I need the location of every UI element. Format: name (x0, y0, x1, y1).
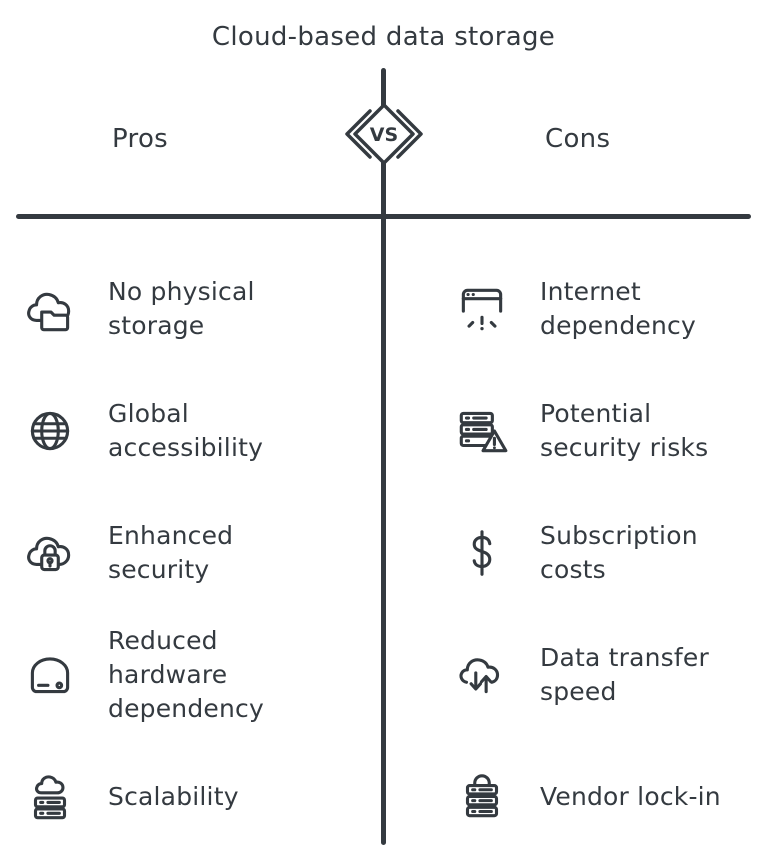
vs-diamond (353, 103, 415, 165)
cons-item: Subscription costs (384, 492, 767, 614)
browser-warning-icon (450, 280, 514, 338)
pros-header: Pros (112, 124, 168, 154)
cons-item: Potential security risks (384, 370, 767, 492)
vs-right-arrow (396, 109, 423, 159)
cons-item: Internet dependency (384, 248, 767, 370)
vs-label: VS (370, 124, 398, 146)
item-label: No physical storage (108, 277, 255, 340)
item-label: Reduced hardware dependency (108, 626, 264, 723)
item-label: Data transfer speed (540, 643, 709, 706)
item-label: Internet dependency (540, 277, 696, 340)
server-lock-icon (450, 768, 514, 826)
cons-header: Cons (545, 124, 611, 154)
dollar-icon (450, 524, 514, 582)
cons-column: Internet dependency Potent (384, 248, 767, 858)
vs-left-arrow (345, 109, 372, 159)
item-label: Subscription costs (540, 521, 698, 584)
page-title: Cloud-based data storage (211, 22, 556, 52)
pros-item: Global accessibility (0, 370, 383, 492)
pros-item: Scalability (0, 736, 383, 858)
vs-badge: VS (336, 96, 432, 172)
item-label: Potential security risks (540, 399, 709, 462)
item-label: Global accessibility (108, 399, 264, 462)
cloud-folder-icon (18, 280, 82, 338)
pros-item: Reduced hardware dependency (0, 614, 383, 736)
pros-column: No physical storage Global accessibility (0, 248, 383, 858)
cloud-lock-icon (18, 524, 82, 582)
vertical-divider (381, 68, 386, 845)
pros-item: No physical storage (0, 248, 383, 370)
cloud-server-icon (18, 768, 82, 826)
item-label: Vendor lock-in (540, 782, 721, 811)
horizontal-divider (16, 214, 751, 219)
cons-item: Vendor lock-in (384, 736, 767, 858)
pros-item: Enhanced security (0, 492, 383, 614)
cloud-arrows-icon (450, 646, 514, 704)
cons-item: Data transfer speed (384, 614, 767, 736)
hard-drive-icon (18, 646, 82, 704)
server-warning-icon (450, 402, 514, 460)
item-label: Scalability (108, 782, 239, 811)
globe-icon (18, 402, 82, 460)
item-label: Enhanced security (108, 521, 234, 584)
